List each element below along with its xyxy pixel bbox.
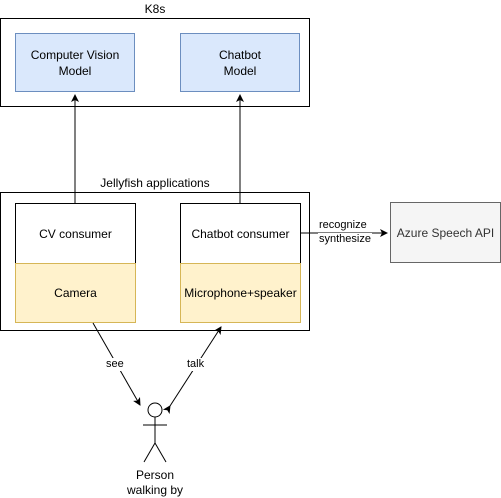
computer-vision-model-box[interactable]: Computer Vision Model [15,33,135,92]
chatbot-consumer-box[interactable]: Chatbot consumer [180,203,301,264]
chatbot-model-label: Chatbot Model [218,47,262,78]
azure-speech-api-box[interactable]: Azure Speech API [390,202,501,263]
see-label: see [105,358,125,371]
azure-speech-api-label: Azure Speech API [396,225,495,240]
chatbot-model-box[interactable]: Chatbot Model [180,33,300,92]
jellyfish-title: Jellyfish applications [100,176,210,190]
computer-vision-model-label: Computer Vision Model [30,47,120,78]
cv-consumer-label: CV consumer [39,226,112,241]
cv-consumer-box[interactable]: CV consumer [15,203,136,264]
microphone-speaker-label: Microphone+speaker [184,286,297,300]
k8s-title: K8s [144,2,166,16]
recognize-label: recognize [318,219,368,232]
person-icon [143,402,167,463]
person-label: Person walking by [105,468,205,498]
synthesize-label: synthesize [318,233,372,246]
camera-label: Camera [54,286,97,300]
talk-label: talk [186,358,206,371]
microphone-speaker-box[interactable]: Microphone+speaker [180,263,301,323]
camera-box[interactable]: Camera [15,263,136,323]
person-label-line2: walking by [126,483,184,497]
person-label-line1: Person [135,468,175,482]
chatbot-consumer-label: Chatbot consumer [191,226,290,241]
